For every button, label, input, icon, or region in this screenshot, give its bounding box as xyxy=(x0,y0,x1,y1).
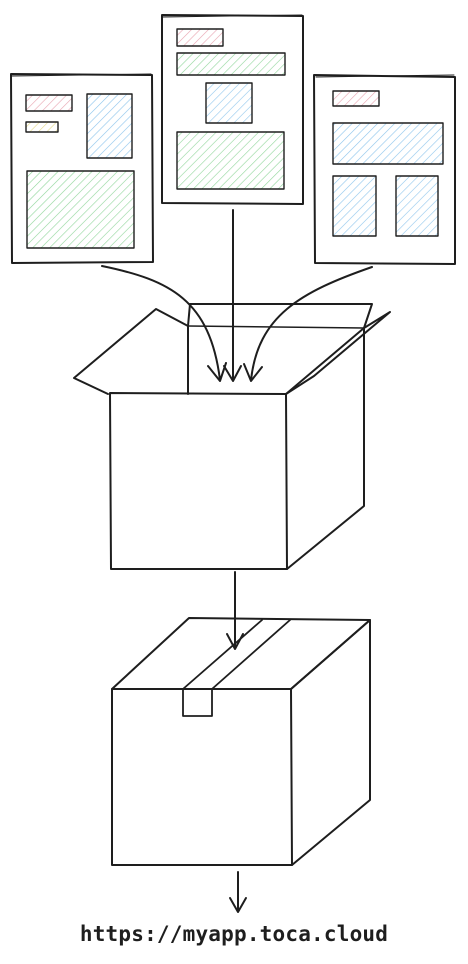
app-url-label: https://myapp.toca.cloud xyxy=(79,922,389,946)
page-mockup-right xyxy=(313,74,456,265)
page-mockup-left xyxy=(10,73,154,264)
arrow-icon xyxy=(101,209,373,913)
closed-box-icon xyxy=(111,617,371,866)
page-mockup-center xyxy=(161,14,304,205)
open-box-icon xyxy=(73,303,391,570)
